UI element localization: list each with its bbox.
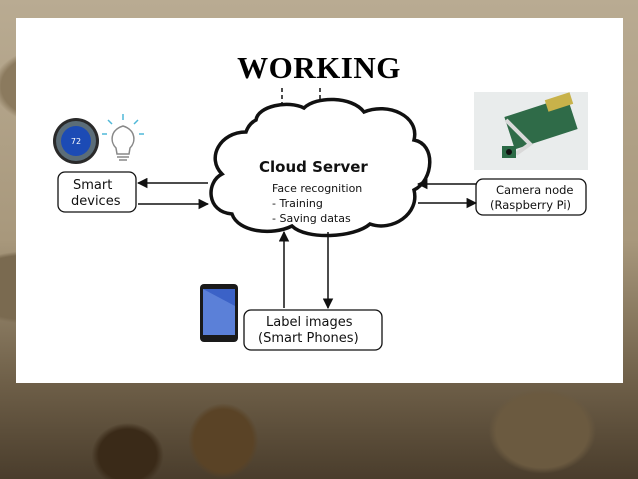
smartphone-icon bbox=[200, 284, 238, 342]
cloud-line-2: - Training bbox=[272, 197, 323, 210]
thermostat-icon: 72 bbox=[53, 118, 99, 164]
label-images-line-1: Label images bbox=[266, 315, 353, 330]
camera-node-box bbox=[475, 178, 587, 216]
cloud-server-shape bbox=[209, 97, 432, 238]
thermostat-reading: 72 bbox=[71, 137, 81, 146]
smart-devices-line-1: Smart bbox=[73, 178, 112, 193]
light-bulb-icon bbox=[102, 114, 144, 161]
cloud-line-1: Face recognition bbox=[272, 182, 362, 195]
cloud-server-title: Cloud Server bbox=[259, 158, 368, 176]
slide-title: WORKING bbox=[237, 50, 401, 85]
smart-devices-line-2: devices bbox=[71, 194, 121, 209]
camera-node-line-1: Camera node bbox=[496, 183, 574, 197]
smart-devices-box bbox=[57, 171, 137, 213]
architecture-diagram: Cloud Server Face recognition - Training… bbox=[53, 88, 588, 351]
raspberry-pi-camera-icon bbox=[474, 92, 588, 170]
label-images-box bbox=[243, 309, 383, 351]
cloud-line-3: - Saving datas bbox=[272, 212, 351, 225]
camera-node-line-2: (Raspberry Pi) bbox=[490, 198, 571, 212]
label-images-line-2: (Smart Phones) bbox=[258, 331, 359, 346]
